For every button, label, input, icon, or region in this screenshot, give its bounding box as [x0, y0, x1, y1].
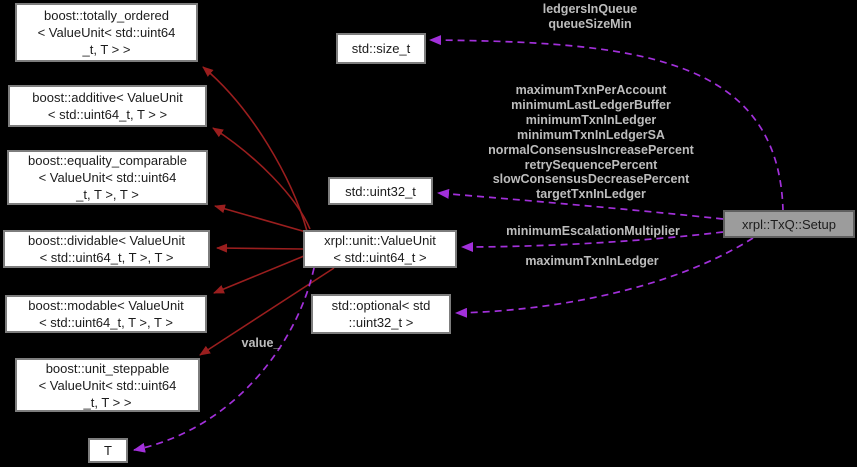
- edge-uses-optional-uint32: [455, 237, 754, 318]
- edge-label-line: minimumTxnInLedger: [525, 112, 657, 127]
- edge-uses-value-unit: [461, 231, 724, 252]
- edge-label-t-member: value_: [241, 336, 281, 350]
- node-std-optional-uint32[interactable]: std::optional< std ::uint32_t >: [311, 294, 451, 334]
- edge-inherits-dividable: [216, 243, 304, 253]
- edge-label-line: minimumTxnInLedgerSA: [517, 127, 665, 142]
- node-boost-unit-steppable[interactable]: boost::unit_steppable < ValueUnit< std::…: [15, 358, 200, 412]
- node-label: ::uint32_t >: [348, 315, 414, 330]
- node-label: < ValueUnit< std::uint64: [37, 25, 176, 40]
- edge-inherits-equality-comparable: [214, 204, 307, 233]
- node-label: std::optional< std: [331, 298, 431, 313]
- edge-label-line: normalConsensusIncreasePercent: [488, 142, 694, 157]
- node-xrpl-unit-valueunit[interactable]: xrpl::unit::ValueUnit < std::uint64_t >: [303, 230, 457, 268]
- node-label: std::size_t: [351, 41, 411, 56]
- edge-inherits-additive: [212, 127, 311, 230]
- node-label: boost::equality_comparable: [28, 153, 187, 168]
- edge-label-line: ledgersInQueue: [542, 2, 638, 16]
- node-label: < std::uint64_t >: [333, 250, 427, 265]
- node-label: < ValueUnit< std::uint64: [38, 170, 177, 185]
- edge-inherits-unit-steppable: [199, 267, 335, 356]
- node-std-size-t[interactable]: std::size_t: [336, 33, 426, 64]
- node-label: boost::dividable< ValueUnit: [28, 233, 185, 248]
- edge-uses-uint32-t: [437, 188, 724, 220]
- node-boost-equality-comparable[interactable]: boost::equality_comparable < ValueUnit< …: [7, 150, 208, 205]
- node-xrpl-txq-setup: xrpl::TxQ::Setup: [723, 210, 855, 238]
- edge-label-value-unit-member: minimumEscalationMultiplier: [506, 224, 680, 238]
- node-label: _t, T >, T >: [76, 187, 139, 202]
- edge-inherits-modable: [213, 255, 305, 294]
- node-boost-modable[interactable]: boost::modable< ValueUnit < std::uint64_…: [5, 295, 207, 333]
- edge-label-optional-member: maximumTxnInLedger: [525, 254, 659, 268]
- node-label: boost::additive< ValueUnit: [32, 90, 183, 105]
- node-boost-additive[interactable]: boost::additive< ValueUnit < std::uint64…: [8, 85, 207, 127]
- node-boost-totally-ordered[interactable]: boost::totally_ordered < ValueUnit< std:…: [15, 3, 198, 62]
- node-label: std::uint32_t: [345, 183, 416, 199]
- node-std-uint32-t[interactable]: std::uint32_t: [328, 177, 433, 205]
- node-label: xrpl::TxQ::Setup: [742, 216, 836, 232]
- edge-label-line: targetTxnInLedger: [536, 187, 646, 202]
- edge-label-line: minimumLastLedgerBuffer: [511, 97, 671, 112]
- node-label: boost::totally_ordered: [43, 8, 170, 23]
- edge-label-line: queueSizeMin: [548, 16, 632, 31]
- edge-uses-size-t: [429, 35, 784, 212]
- node-label: boost::unit_steppable: [45, 360, 170, 376]
- node-label: < std::uint64_t, T >, T >: [39, 315, 173, 330]
- node-label: xrpl::unit::ValueUnit: [324, 233, 436, 248]
- edge-label-line: maximumTxnPerAccount: [515, 83, 667, 97]
- node-label: < std::uint64_t, T > >: [47, 107, 168, 122]
- node-label: < std::uint64_t, T >, T >: [39, 250, 174, 265]
- node-t-param: T: [88, 438, 128, 463]
- edge-label-line: retrySequencePercent: [524, 157, 658, 172]
- node-label: boost::modable< ValueUnit: [28, 298, 184, 313]
- node-label: < ValueUnit< std::uint64: [38, 377, 177, 393]
- node-boost-dividable[interactable]: boost::dividable< ValueUnit < std::uint6…: [3, 230, 210, 268]
- node-label: _t, T > >: [82, 42, 131, 57]
- node-label: _t, T > >: [83, 394, 132, 410]
- edge-label-uint32-members: maximumTxnPerAccount minimumLastLedgerBu…: [466, 83, 716, 202]
- node-label: T: [104, 443, 112, 458]
- edge-label-size-t-members: ledgersInQueue queueSizeMin: [490, 2, 690, 32]
- edge-uses-t-param: [133, 267, 315, 453]
- edge-label-line: slowConsensusDecreasePercent: [492, 172, 690, 187]
